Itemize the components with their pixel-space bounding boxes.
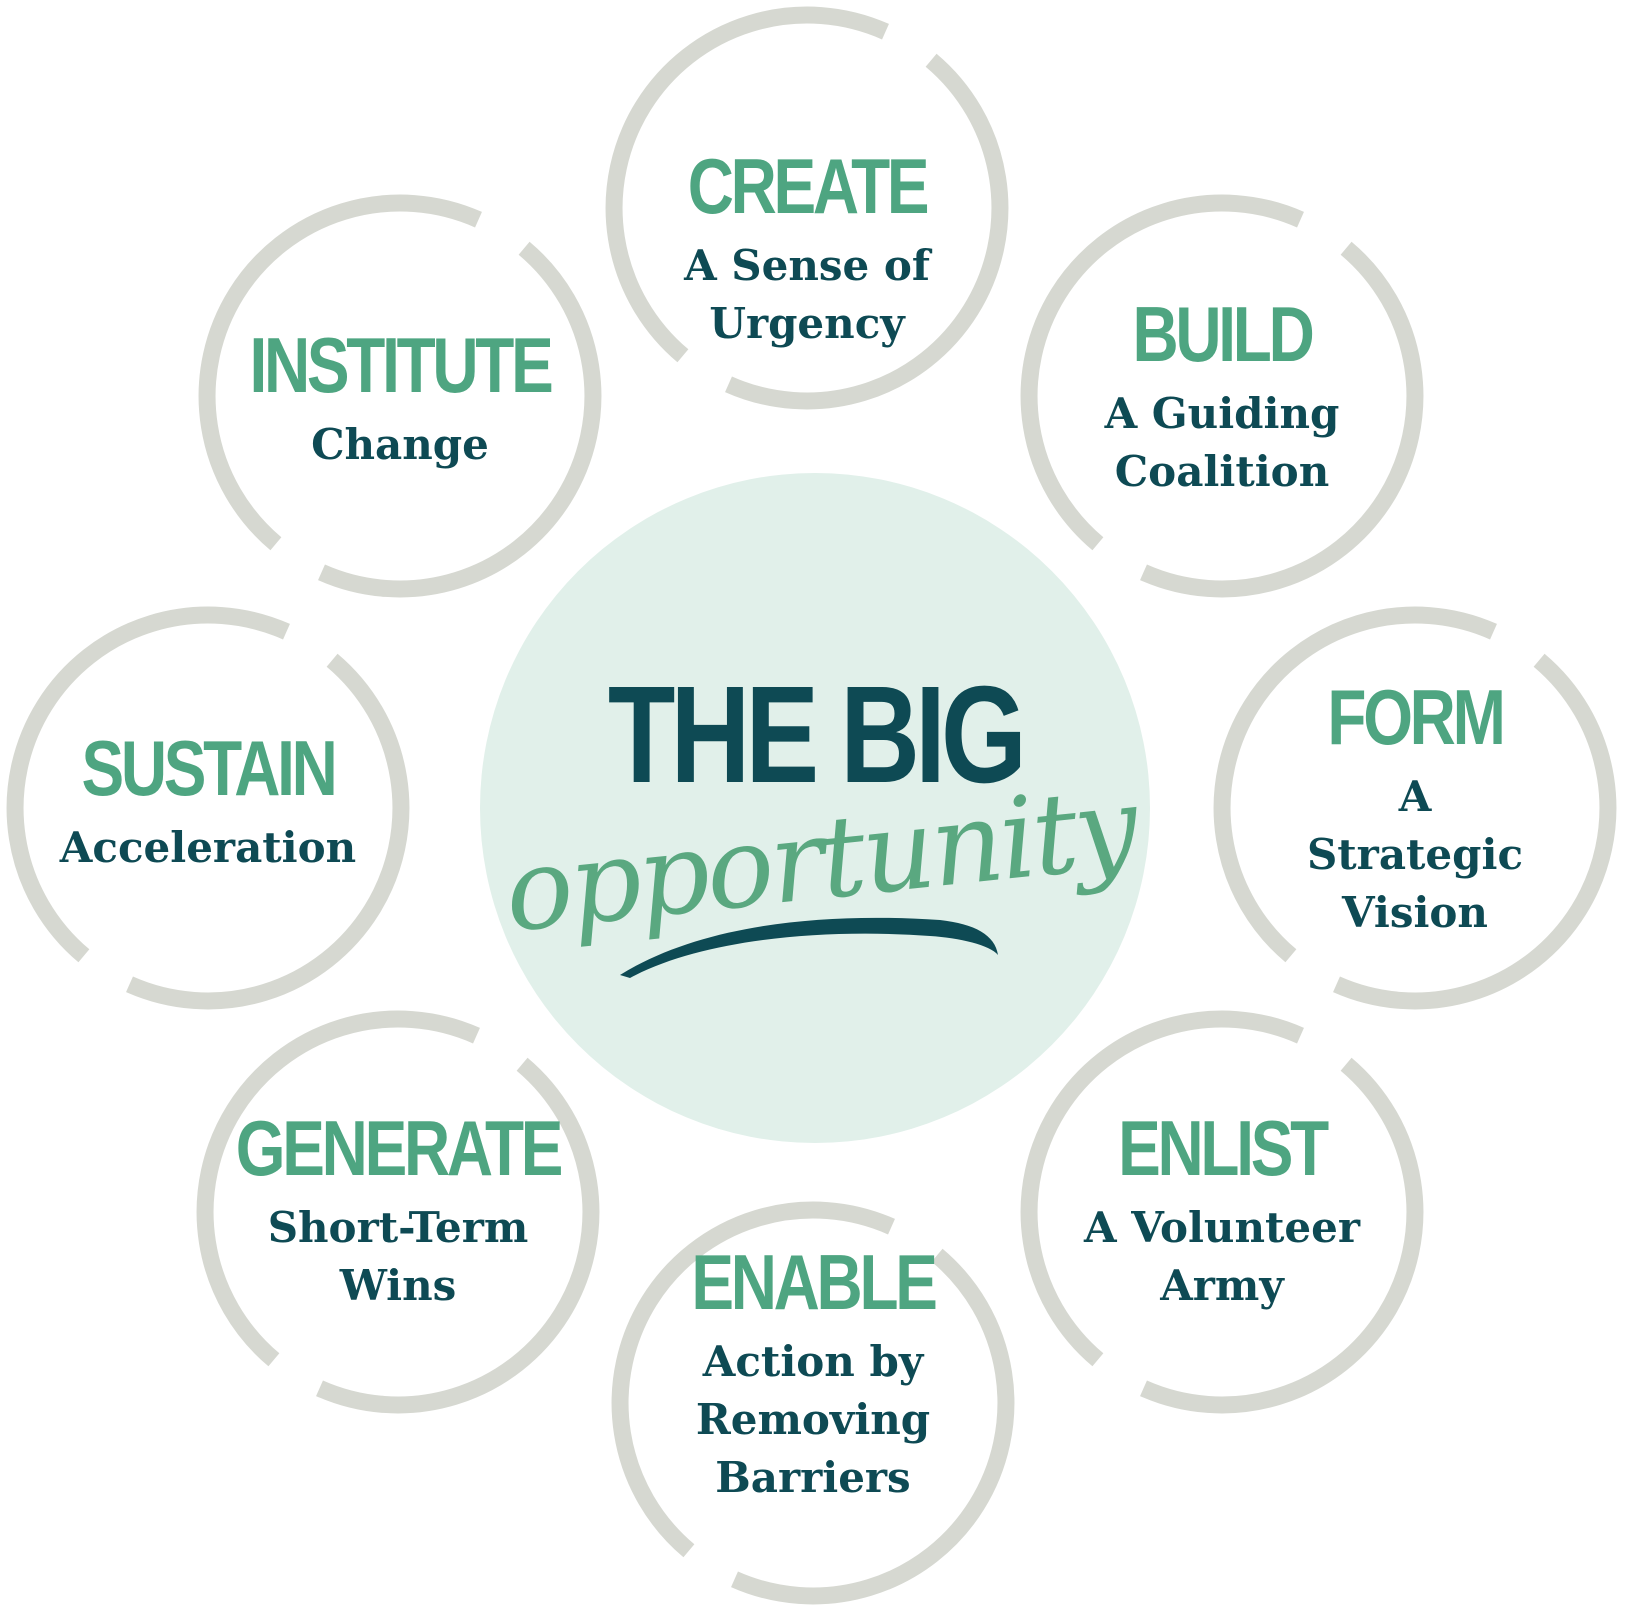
step-title: BUILD [1132, 290, 1314, 378]
center-title: THE BIG [607, 658, 1027, 812]
step-title: SUSTAIN [81, 724, 337, 812]
step-title: CREATE [687, 142, 930, 230]
step-title: GENERATE [235, 1104, 564, 1192]
ring-arc [1020, 194, 1304, 551]
ring-enlist [1020, 1010, 1424, 1414]
ring-arc [605, 6, 889, 363]
center-disc [480, 473, 1150, 1143]
ring-arc [198, 194, 482, 551]
ring-arc [725, 53, 1009, 410]
step-subtitle: Change [311, 420, 489, 469]
ring-arc [196, 1010, 480, 1367]
step-title: INSTITUTE [249, 321, 554, 409]
ring-enable [611, 1201, 1015, 1605]
ring-arc [1140, 1057, 1424, 1414]
underline-swoosh [620, 917, 998, 978]
ring-arc [1333, 653, 1617, 1010]
ring-arc [316, 1057, 600, 1414]
step-subtitle: A Guiding Coalition [1104, 389, 1340, 496]
ring-arc [1213, 606, 1497, 963]
step-title: ENABLE [691, 1238, 938, 1326]
ring-group [6, 6, 1617, 1605]
ring-sustain [6, 606, 410, 1010]
ring-generate [196, 1010, 600, 1414]
step-subtitle: A Volunteer Army [1084, 1203, 1360, 1310]
ring-arc [1140, 241, 1424, 598]
step-title: FORM [1327, 673, 1505, 761]
ring-institute [198, 194, 602, 598]
ring-form [1213, 606, 1617, 1010]
step-title: ENLIST [1118, 1104, 1329, 1192]
ring-arc [611, 1201, 895, 1558]
ring-build [1020, 194, 1424, 598]
ring-create [605, 6, 1009, 410]
step-subtitle: A Strategic Vision [1306, 772, 1524, 937]
ring-arc [1020, 1010, 1304, 1367]
ring-arc [318, 241, 602, 598]
step-subtitle: Action by Removing Barriers [695, 1337, 931, 1502]
ring-arc [6, 606, 290, 963]
ring-arc [126, 653, 410, 1010]
ring-arc [731, 1248, 1015, 1605]
step-subtitle: Short-Term Wins [267, 1203, 529, 1310]
step-subtitle: A Sense of Urgency [684, 241, 930, 348]
step-subtitle: Acceleration [59, 823, 357, 872]
